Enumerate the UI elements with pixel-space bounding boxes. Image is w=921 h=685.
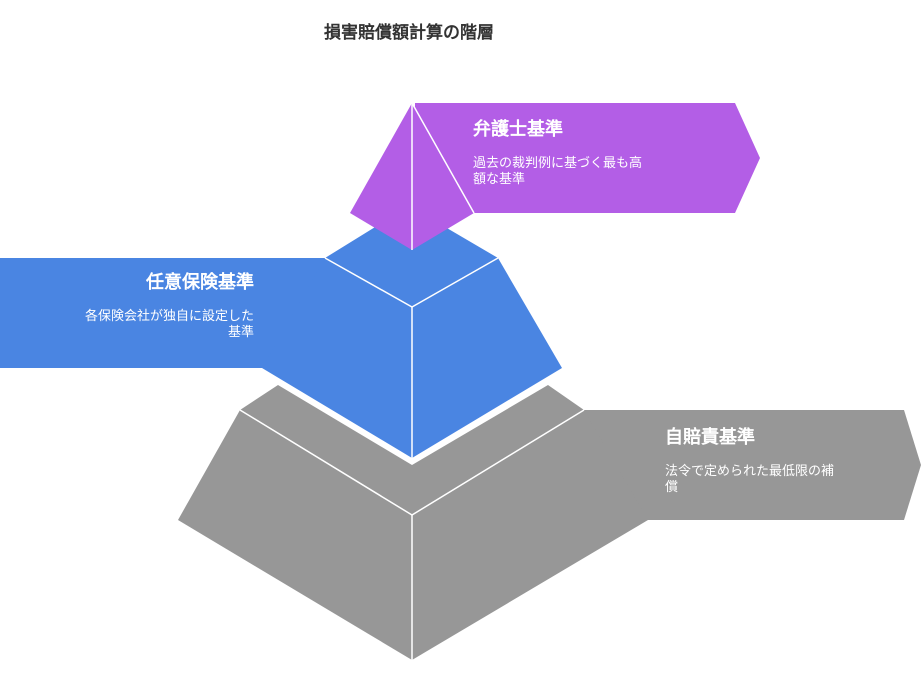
bottom-tier-right-face <box>412 410 648 660</box>
middle-tier-right-face <box>412 258 562 458</box>
top-tier-left-face <box>350 103 412 250</box>
middle-tier-description: 各保険会社が独自に設定した 基準 <box>14 309 254 341</box>
top-tier-description-line: 額な基準 <box>473 172 526 187</box>
middle-tier-left-face <box>262 258 412 458</box>
middle-tier-edges <box>324 257 499 458</box>
bottom-tier-description-line: 法令で定められた最低限の補 <box>665 464 835 479</box>
bottom-tier-label: 自賠責基準 法令で定められた最低限の補 償 <box>665 426 905 496</box>
top-tier-edges <box>411 102 475 250</box>
bottom-tier-left-face <box>178 410 412 660</box>
bottom-tier-heading: 自賠責基準 <box>665 427 755 448</box>
top-tier-description: 過去の裁判例に基づく最も高 額な基準 <box>473 156 723 188</box>
middle-tier-heading: 任意保険基準 <box>146 272 254 293</box>
bottom-tier-description: 法令で定められた最低限の補 償 <box>665 464 905 496</box>
bottom-tier-callout <box>575 410 921 520</box>
top-tier-description-line: 過去の裁判例に基づく最も高 <box>473 156 643 171</box>
diagram-title: 損害賠償額計算の階層 <box>324 23 494 43</box>
top-tier-label: 弁護士基準 過去の裁判例に基づく最も高 額な基準 <box>473 118 723 188</box>
top-tier-callout <box>415 103 760 213</box>
bottom-tier-edges <box>239 409 585 660</box>
bottom-tier-top-face <box>240 385 584 515</box>
middle-tier-top-face <box>325 224 498 307</box>
middle-tier-description-line: 基準 <box>227 325 254 340</box>
top-tier-heading: 弁護士基準 <box>473 119 563 140</box>
middle-tier-label: 任意保険基準 各保険会社が独自に設定した 基準 <box>14 271 254 341</box>
top-tier-right-face <box>412 103 474 250</box>
middle-tier-callout <box>0 258 335 368</box>
middle-tier-description-line: 各保険会社が独自に設定した <box>84 309 254 324</box>
bottom-tier-description-line: 償 <box>665 480 679 495</box>
